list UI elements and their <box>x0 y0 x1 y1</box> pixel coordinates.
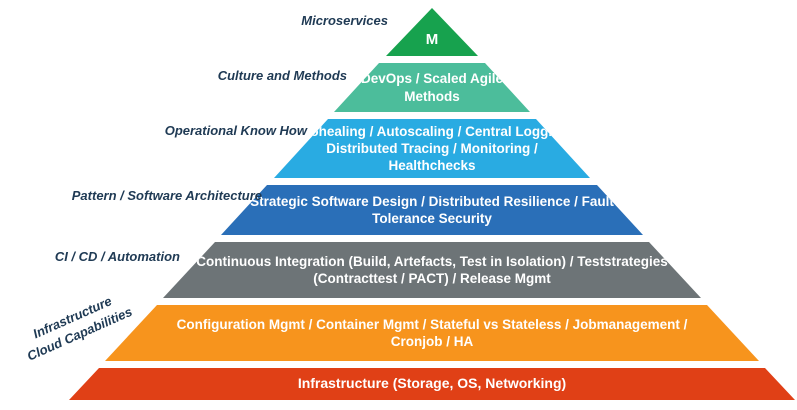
layer-text: M <box>425 30 439 48</box>
pyramid-layer-operational-know-how: Autohealing / Autoscaling / Central Logg… <box>274 119 590 178</box>
layer-text: Strategic Software Design / Distributed … <box>250 193 614 226</box>
layer-text: Infrastructure (Storage, OS, Networking) <box>297 375 567 392</box>
pyramid-layer-culture-methods: DevOps / Scaled Agile Methods <box>334 63 530 112</box>
layer-text: DevOps / Scaled Agile Methods <box>360 71 504 104</box>
side-label-culture-and-methods: Culture and Methods <box>217 68 347 83</box>
pyramid-layer-microservices: M <box>386 8 478 56</box>
layer-text: Continuous Integration (Build, Artefacts… <box>196 253 668 286</box>
pyramid-layer-software-architecture: Strategic Software Design / Distributed … <box>221 185 643 235</box>
side-label-operational-know-how: Operational Know How <box>164 123 307 138</box>
pyramid-layer-infrastructure: Infrastructure (Storage, OS, Networking) <box>69 368 795 400</box>
side-label-pattern-software-architecture: Pattern / Software Architecture <box>71 188 262 203</box>
side-label-ci-cd-automation: CI / CD / Automation <box>54 249 180 264</box>
layer-text: Autohealing / Autoscaling / Central Logg… <box>287 123 577 174</box>
pyramid-layer-ci-cd-automation: Continuous Integration (Build, Artefacts… <box>163 242 701 298</box>
side-label-microservices: Microservices <box>301 13 388 28</box>
layer-text: Configuration Mgmt / Container Mgmt / St… <box>176 316 688 349</box>
pyramid-layer-cloud-capabilities: Configuration Mgmt / Container Mgmt / St… <box>105 305 759 361</box>
